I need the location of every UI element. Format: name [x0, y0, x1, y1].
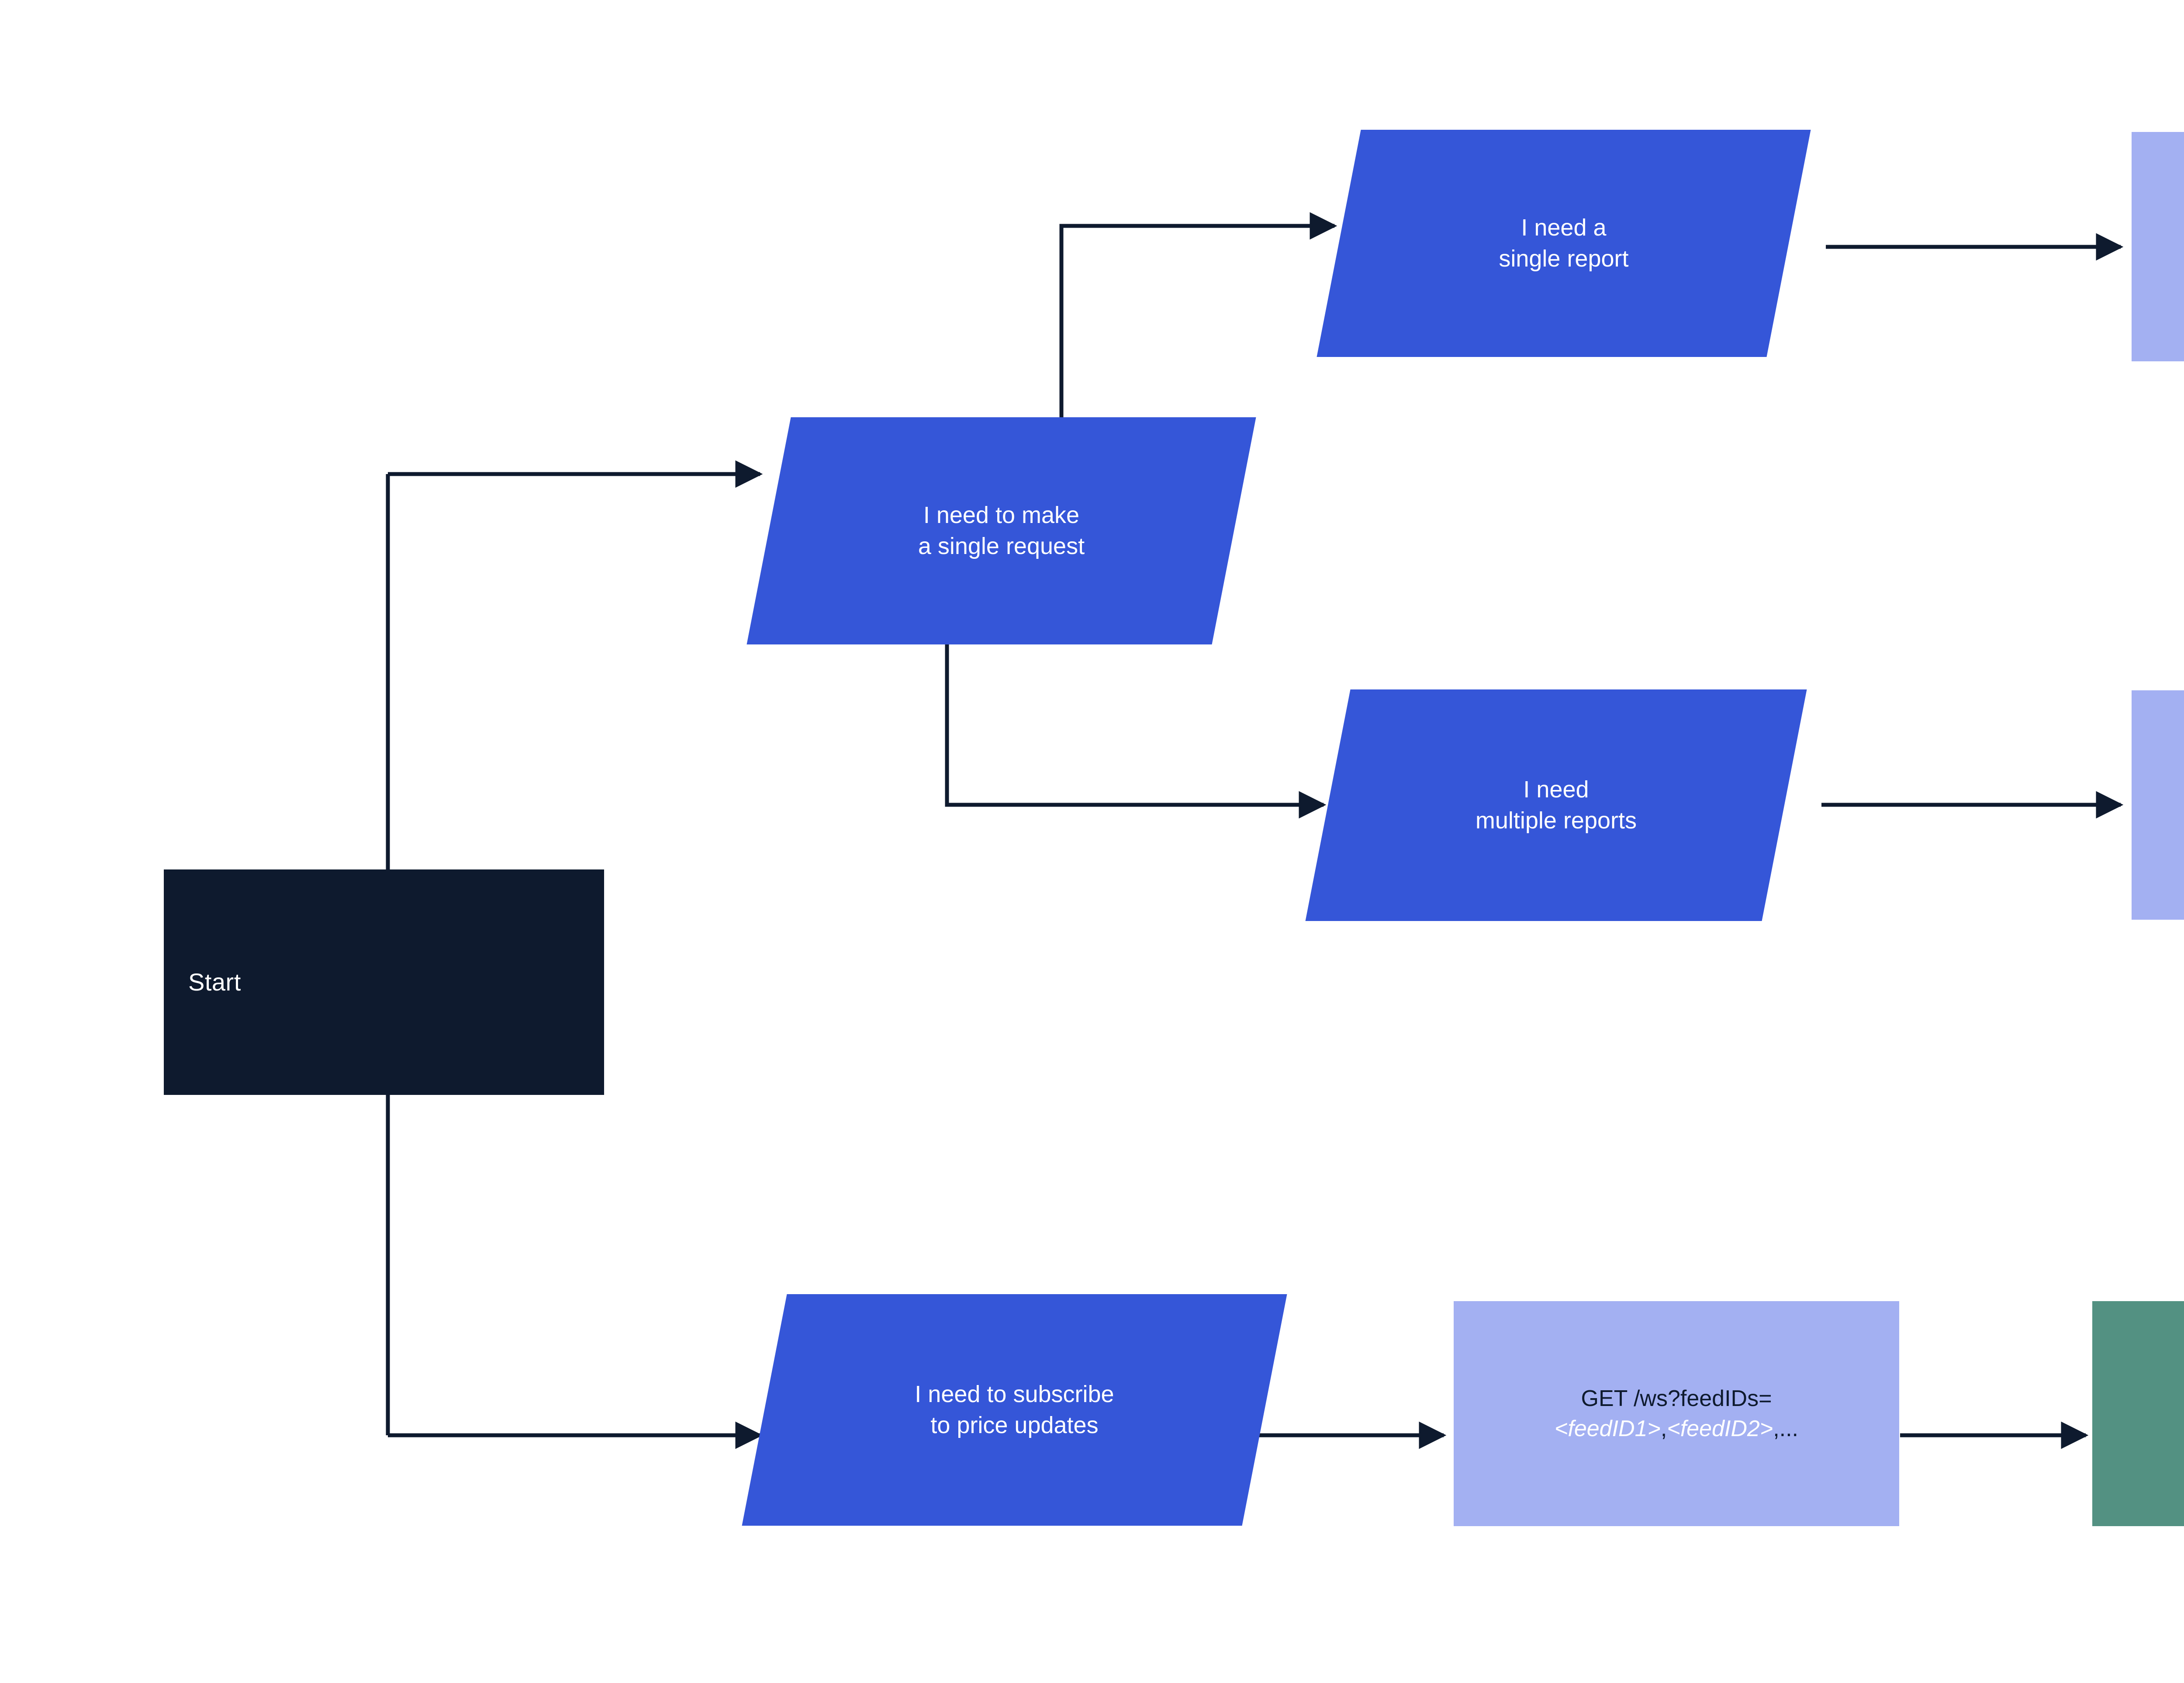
- line-1: I need to subscribe: [915, 1381, 1114, 1407]
- node-subscribe-label: I need to subscribe to price updates: [764, 1379, 1265, 1441]
- node-start[interactable]: Start: [164, 869, 604, 1095]
- node-request-ws[interactable]: GET /ws?feedIDs= <feedID1>,<feedID2>,...: [1454, 1301, 1899, 1526]
- node-start-label: Start: [188, 968, 241, 996]
- line-1: I need to make: [923, 502, 1080, 528]
- node-single-report[interactable]: I need a single report: [1317, 130, 1811, 357]
- node-request-single-label: GET /reports?feedID=<feedID>& timestamp=…: [2132, 217, 2184, 277]
- edge-single-request-to-multiple-reports: [945, 640, 1327, 819]
- node-response-ws[interactable]: [feedID1, report] [feedID2, report] ...: [2092, 1301, 2184, 1526]
- node-response-ws-label: [feedID1, report] [feedID2, report] ...: [2092, 1354, 2184, 1474]
- node-single-request[interactable]: I need to make a single request: [746, 417, 1256, 644]
- placeholder-feedid2: <feedID2>: [1667, 1416, 1773, 1441]
- line-2: a single request: [918, 533, 1085, 559]
- line-1: I need: [1523, 776, 1589, 803]
- line-2: multiple reports: [1475, 807, 1637, 834]
- req-path: GET /ws?feedIDs=: [1581, 1385, 1772, 1411]
- line-2: single report: [1499, 246, 1629, 272]
- placeholder-feedid1: <feedID1>: [1555, 1416, 1661, 1441]
- line-2: to price updates: [930, 1412, 1099, 1438]
- req-ellipsis: ,...: [1773, 1416, 1798, 1441]
- node-subscribe[interactable]: I need to subscribe to price updates: [742, 1294, 1287, 1526]
- node-request-bulk-label: GET /reports/bulk? feedIDs=<feedID1>,<fe…: [2132, 760, 2184, 850]
- node-request-single[interactable]: GET /reports?feedID=<feedID>& timestamp=…: [2132, 132, 2184, 361]
- req-comma-1: ,: [1660, 1416, 1667, 1441]
- node-multiple-reports[interactable]: I need multiple reports: [1305, 689, 1807, 921]
- node-single-request-label: I need to make a single request: [769, 500, 1234, 562]
- edge-single-request-to-single-report: [1059, 212, 1337, 419]
- node-request-ws-label: GET /ws?feedIDs= <feedID1>,<feedID2>,...: [1454, 1384, 1899, 1444]
- line-1: I need a: [1521, 214, 1607, 241]
- node-single-report-label: I need a single report: [1339, 212, 1789, 275]
- node-request-bulk[interactable]: GET /reports/bulk? feedIDs=<feedID1>,<fe…: [2132, 690, 2184, 920]
- node-multiple-reports-label: I need multiple reports: [1328, 774, 1784, 837]
